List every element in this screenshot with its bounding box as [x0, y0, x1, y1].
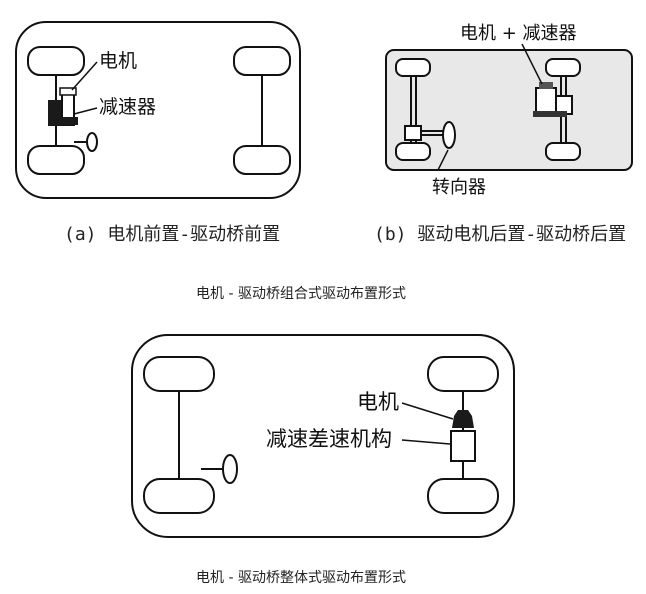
diagram-c-wheel-front-right [143, 478, 215, 514]
diagram-c-wheel-rear-left [427, 356, 499, 392]
diagram-a-reducer [48, 100, 62, 126]
diagram-b-caption: (b) 驱动电机后置-驱动桥后置 [374, 224, 626, 245]
diagram-b-wheel-rear-right [545, 142, 581, 161]
diagram-b-motor-leader [521, 43, 543, 85]
section-2-title: 电机 - 驱动桥整体式驱动布置形式 [196, 570, 406, 586]
section-1-title: 电机 - 驱动桥组合式驱动布置形式 [196, 286, 406, 302]
diagram-b-wheel-rear-left [545, 58, 581, 77]
diagram-a-motor-flange [60, 117, 78, 125]
diagram-c-mechanism [450, 430, 476, 462]
diagram-a-wheel-rear-left [233, 46, 291, 76]
diagram-b-wheel-front-right [395, 142, 431, 161]
diagram-c-wheel-front-left [143, 356, 215, 392]
diagram-a-steering-wheel-icon [86, 132, 98, 152]
diagram-b-steering-leader [437, 149, 449, 171]
diagram-c-motor-label: 电机 [357, 390, 399, 414]
diagram-a-reducer-label: 减速器 [99, 96, 156, 118]
diagram-a-motor-label: 电机 [99, 50, 137, 72]
diagram-c: 电机 减速差速机构 [131, 334, 515, 538]
diagram-b-wheel-front-left [395, 58, 431, 77]
diagram-c-mechanism-label: 减速差速机构 [266, 427, 392, 451]
diagram-a-wheel-front-right [27, 145, 85, 175]
diagram-a-motor-leader [71, 61, 98, 91]
diagram-c-mechanism-leader [401, 439, 451, 445]
diagram-c-motor-leader [401, 402, 454, 420]
diagram-a: 电机 减速器 [15, 21, 301, 199]
diagram-c-steering-wheel-icon [222, 454, 238, 484]
diagram-b-reducer-base [533, 111, 567, 117]
diagram-b-steering-label: 转向器 [432, 177, 486, 198]
diagram-a-wheel-front-left [27, 46, 85, 76]
diagram-b-motor-body [535, 87, 557, 113]
diagram-a-reducer-leader [73, 107, 98, 115]
diagram-b-steering-wheel-icon [442, 121, 456, 149]
diagram-b: 电机 + 减速器 转向器 [385, 23, 633, 198]
diagram-a-motor-cap [59, 87, 77, 96]
diagram-b-motor-reducer-label: 电机 + 减速器 [460, 23, 577, 44]
diagram-a-wheel-rear-right [233, 145, 291, 175]
diagram-a-body [15, 21, 301, 199]
diagram-c-motor [452, 410, 474, 428]
diagram-a-caption: (a) 电机前置-驱动桥前置 [64, 224, 280, 245]
diagram-c-body [131, 334, 515, 538]
diagram-b-motor-top [539, 82, 553, 89]
diagram-b-steering-gear [404, 125, 422, 141]
diagram-c-wheel-rear-right [427, 478, 499, 514]
